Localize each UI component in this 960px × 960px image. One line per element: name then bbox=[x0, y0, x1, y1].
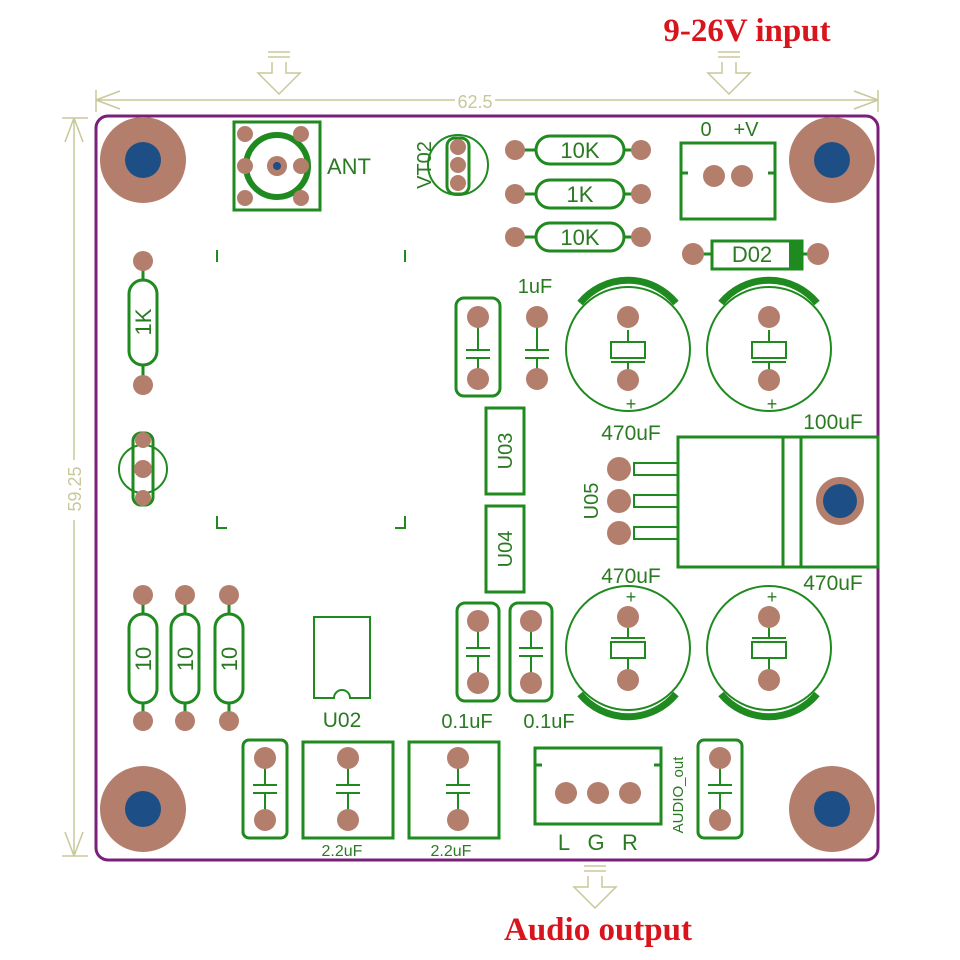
cap-470uf-mid-left-label: 470uF bbox=[601, 565, 661, 588]
power-0-label: 0 bbox=[700, 119, 711, 141]
diode-d02: D02 bbox=[682, 239, 829, 271]
cap-470uf-mid-left-plus: + bbox=[626, 587, 637, 607]
capacitor-boxed-bottom-right bbox=[696, 738, 744, 840]
mounting-hole-bottom-right bbox=[789, 766, 875, 852]
cap-22uf-b-label: 2.2uF bbox=[431, 843, 472, 860]
u04-label: U04 bbox=[495, 531, 517, 568]
capacitor-boxed-top bbox=[454, 296, 502, 398]
small-component-left bbox=[118, 431, 168, 507]
cap-470uf-top-plus: + bbox=[626, 394, 637, 414]
resistor-10-a: 10 bbox=[127, 585, 159, 731]
resistor-10k-top-label: 10K bbox=[560, 138, 599, 163]
capacitor-100uf: + 100uF bbox=[706, 276, 863, 434]
capacitor-470uf-mid-left: + 470uF bbox=[565, 565, 691, 721]
cap-470uf-mid-right-label: 470uF bbox=[803, 572, 863, 595]
power-input-callout: 9-26V input bbox=[663, 13, 830, 49]
out-l-label: L bbox=[558, 830, 570, 855]
resistor-10k-top: 10K bbox=[505, 134, 651, 166]
resistor-10-a-label: 10 bbox=[131, 647, 156, 671]
cap-1uf-label: 1uF bbox=[518, 276, 552, 298]
ic-u02: U02 bbox=[313, 616, 371, 732]
out-r-label: R bbox=[622, 830, 638, 855]
resistor-10-c-label: 10 bbox=[217, 647, 242, 671]
vt02-transistor: VT02 bbox=[414, 134, 489, 196]
u03-label: U03 bbox=[495, 433, 517, 470]
mounting-hole-top-right bbox=[789, 117, 875, 203]
mounting-hole-bottom-left bbox=[100, 766, 186, 852]
u05-label: U05 bbox=[581, 483, 603, 520]
resistor-1k-top-label: 1K bbox=[567, 182, 594, 207]
out-g-label: G bbox=[587, 830, 604, 855]
resistor-10-c: 10 bbox=[213, 585, 245, 731]
capacitor-1uf: 1uF bbox=[518, 276, 552, 390]
arrow-down-icon-audio bbox=[572, 865, 618, 910]
capacitor-470uf-mid-right: + 470uF bbox=[706, 572, 863, 721]
capacitor-470uf-top: + 470uF bbox=[565, 276, 691, 445]
cap-22uf-a-label: 2.2uF bbox=[322, 843, 363, 860]
arrow-down-icon-power bbox=[706, 51, 752, 96]
height-dimension-label: 59.25 bbox=[65, 466, 85, 511]
module-outline bbox=[216, 250, 406, 529]
capacitor-22uf-a: 2.2uF bbox=[301, 740, 395, 860]
audio-output-connector: L G R AUDIO_out bbox=[533, 746, 687, 855]
resistor-10k-bottom: 10K bbox=[505, 221, 651, 253]
resistor-1k-left-label: 1K bbox=[131, 308, 156, 335]
mounting-hole-top-left bbox=[100, 117, 186, 203]
vt02-label: VT02 bbox=[414, 141, 436, 189]
capacitor-01uf-b: 0.1uF bbox=[508, 601, 575, 733]
resistor-1k-top: 1K bbox=[505, 178, 651, 210]
arrow-down-icon-left bbox=[256, 51, 302, 96]
ic-u03: U03 bbox=[484, 406, 526, 496]
height-dimension: 59.25 bbox=[62, 117, 88, 857]
cap-100uf-label: 100uF bbox=[803, 411, 863, 434]
cap-01uf-b-label: 0.1uF bbox=[523, 711, 574, 733]
power-v-label: +V bbox=[733, 119, 759, 141]
ant-label: ANT bbox=[327, 154, 371, 179]
resistor-10-b-label: 10 bbox=[173, 647, 198, 671]
audio-output-callout: Audio output bbox=[504, 912, 692, 948]
audio-out-label: AUDIO_out bbox=[670, 756, 687, 834]
power-connector: 0 +V bbox=[679, 119, 777, 221]
cap-470uf-mid-right-plus: + bbox=[767, 587, 778, 607]
capacitor-01uf-a: 0.1uF bbox=[441, 601, 501, 733]
cap-01uf-a-label: 0.1uF bbox=[441, 711, 492, 733]
width-dimension-label: 62.5 bbox=[457, 92, 492, 112]
cap-470uf-top-label: 470uF bbox=[601, 422, 661, 445]
cap-100uf-plus: + bbox=[767, 394, 778, 414]
resistor-10-b: 10 bbox=[169, 585, 201, 731]
u02-label: U02 bbox=[323, 709, 362, 732]
capacitor-boxed-bottom-left bbox=[241, 738, 289, 840]
antenna-connector: ANT bbox=[232, 120, 371, 212]
resistor-1k-left: 1K bbox=[127, 251, 159, 395]
capacitor-22uf-b: 2.2uF bbox=[407, 740, 501, 860]
resistor-10k-bottom-label: 10K bbox=[560, 225, 599, 250]
ic-u04: U04 bbox=[484, 504, 526, 594]
d02-label: D02 bbox=[732, 242, 772, 267]
width-dimension: 62.5 bbox=[95, 89, 879, 112]
regulator-u05: U05 bbox=[581, 435, 880, 569]
